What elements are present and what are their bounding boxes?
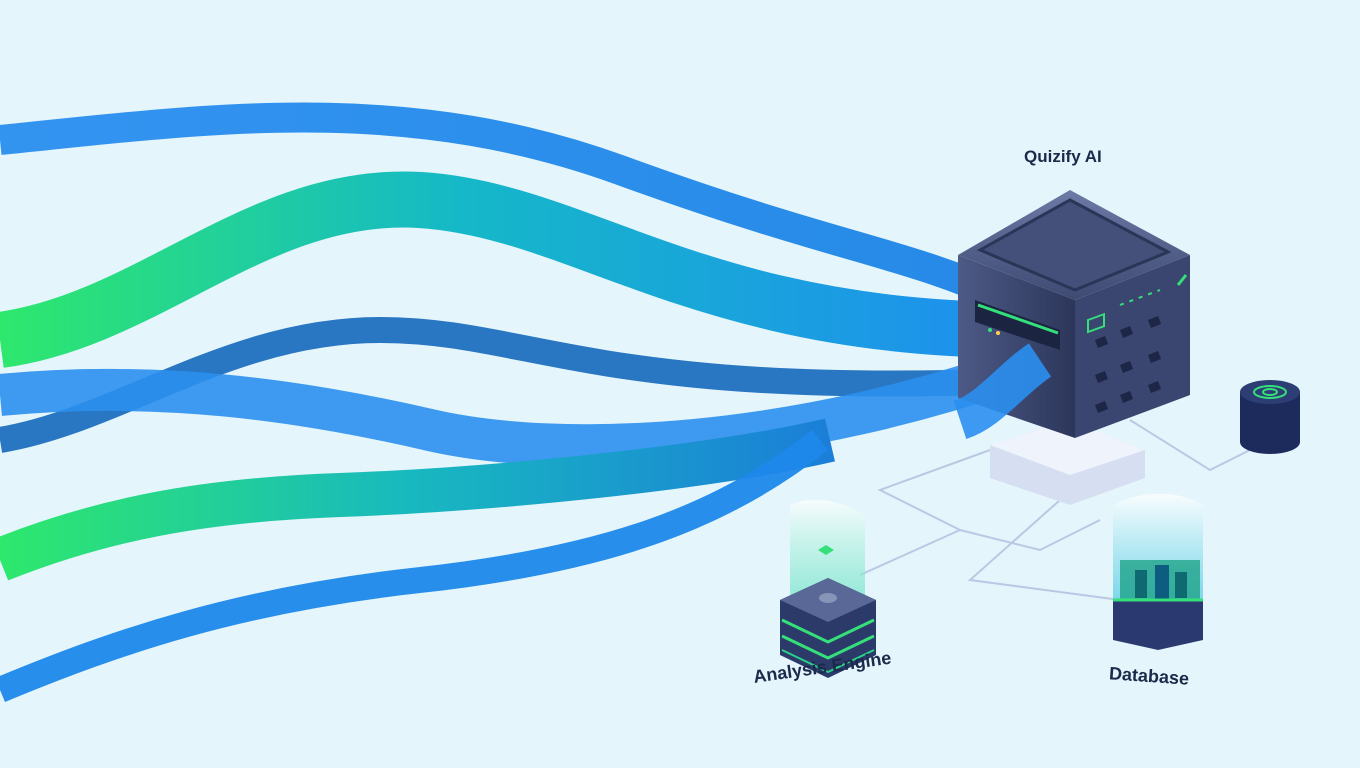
stream-bottom-blue	[0, 429, 829, 703]
data-streams	[0, 102, 1048, 703]
hub-label: Quizify AI	[1024, 147, 1102, 166]
engine-stacked-server-icon[interactable]	[780, 499, 876, 678]
hub-base	[990, 420, 1145, 505]
edge-hub-engine	[859, 449, 991, 576]
stream-top-blue	[0, 102, 1017, 314]
connector-lines	[859, 419, 1251, 601]
stream-mid-blue	[0, 340, 1048, 467]
hub-server-cube-icon[interactable]	[952, 190, 1190, 439]
edge-hub-storage	[1129, 419, 1251, 472]
storage-cylinder-icon[interactable]	[1240, 380, 1300, 454]
stream-lower-green	[0, 418, 835, 581]
edge-mesh	[959, 519, 1101, 552]
stream-upper-green	[0, 171, 1021, 368]
edge-hub-database	[967, 499, 1121, 601]
database-glass-icon[interactable]	[1113, 493, 1203, 650]
